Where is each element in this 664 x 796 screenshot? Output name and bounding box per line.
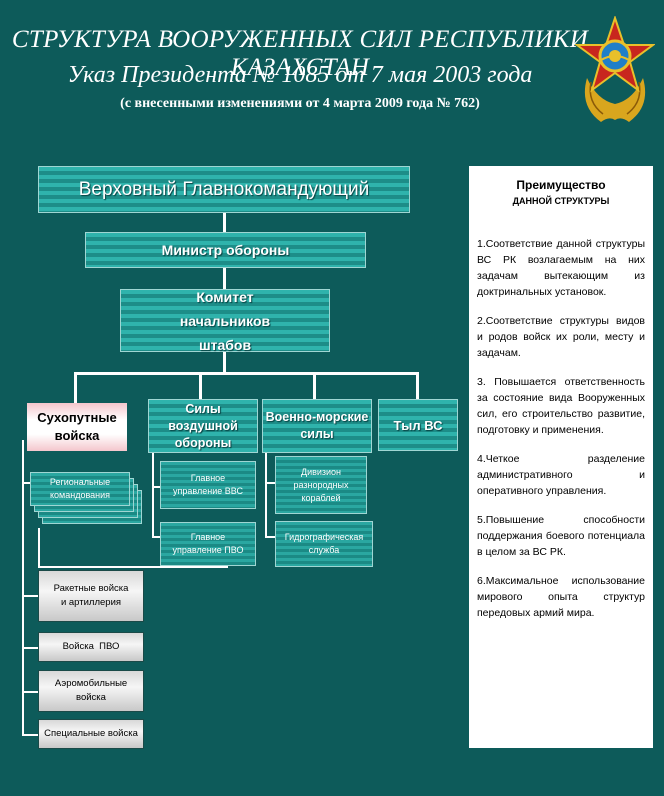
connector	[265, 482, 275, 484]
connector	[38, 528, 40, 568]
advantage-item: 6.Максимальное использование мирового оп…	[477, 575, 645, 619]
committee-box: Комитет начальников штабов	[120, 289, 330, 353]
advantages-subheading: ДАННОЙ СТРУКТУРЫ	[512, 196, 610, 206]
connector	[199, 372, 202, 400]
supreme-commander-box: Верховный Главнокомандующий	[38, 166, 410, 213]
connector	[152, 452, 154, 538]
regional-commands-box: Региональные командования	[30, 472, 130, 506]
connector	[265, 536, 275, 538]
ground-forces-box: Сухопутные войска	[27, 403, 127, 451]
connector	[313, 372, 316, 400]
naval-forces-box: Военно-морские силы	[262, 399, 372, 453]
connector	[22, 734, 38, 736]
advantages-panel: Преимущество ДАННОЙ СТРУКТУРЫ 1.Соответс…	[469, 166, 653, 748]
connector	[22, 482, 34, 484]
connector	[22, 595, 38, 597]
advantage-item: 5.Повышение способности поддержания боев…	[477, 514, 645, 558]
rear-services-box: Тыл ВС	[378, 399, 458, 451]
connector	[152, 536, 162, 538]
connector	[265, 452, 267, 538]
amendment-note: (с внесенными изменениями от 4 марта 200…	[120, 96, 480, 111]
advantage-item: 3. Повышается ответственность за состоян…	[477, 376, 645, 436]
connector	[223, 213, 226, 233]
connector	[38, 566, 228, 568]
connector	[74, 372, 77, 404]
special-troops-box: Специальные войска	[38, 719, 144, 749]
connector	[74, 372, 419, 375]
minister-box: Министр обороны	[85, 232, 366, 268]
connector	[22, 440, 24, 736]
connector	[152, 486, 162, 488]
advantages-heading: Преимущество	[516, 178, 606, 192]
decree-subtitle: Указ Президента № 1085 от 7 мая 2003 год…	[67, 62, 533, 88]
hydrographic-service-box: Гидрографическая служба	[275, 521, 373, 567]
connector	[223, 352, 226, 374]
advantage-item: 1.Соответствие данной структуры ВС РК во…	[477, 238, 645, 298]
missile-artillery-box: Ракетные войска и артиллерия	[38, 570, 144, 622]
airmobile-troops-box: Аэромобильные войска	[38, 670, 144, 712]
advantage-item: 4.Четкое разделение административного и …	[477, 453, 645, 497]
connector	[22, 647, 38, 649]
air-defense-directorate-box: Главное управление ПВО	[160, 522, 256, 566]
connector	[22, 691, 38, 693]
ship-division-box: Дивизион разнородных кораблей	[275, 456, 367, 514]
connector	[223, 268, 226, 290]
page-title: СТРУКТУРА ВООРУЖЕННЫХ СИЛ РЕСПУБЛИКИ КАЗ…	[11, 26, 589, 81]
air-defense-troops-box: Войска ПВО	[38, 632, 144, 662]
air-force-directorate-box: Главное управление ВВС	[160, 461, 256, 509]
advantage-item: 2.Соответствие структуры видов и родов в…	[477, 315, 645, 359]
air-defense-forces-box: Силы воздушной обороны	[148, 399, 258, 453]
connector	[416, 372, 419, 400]
star-emblem-icon	[575, 16, 655, 122]
